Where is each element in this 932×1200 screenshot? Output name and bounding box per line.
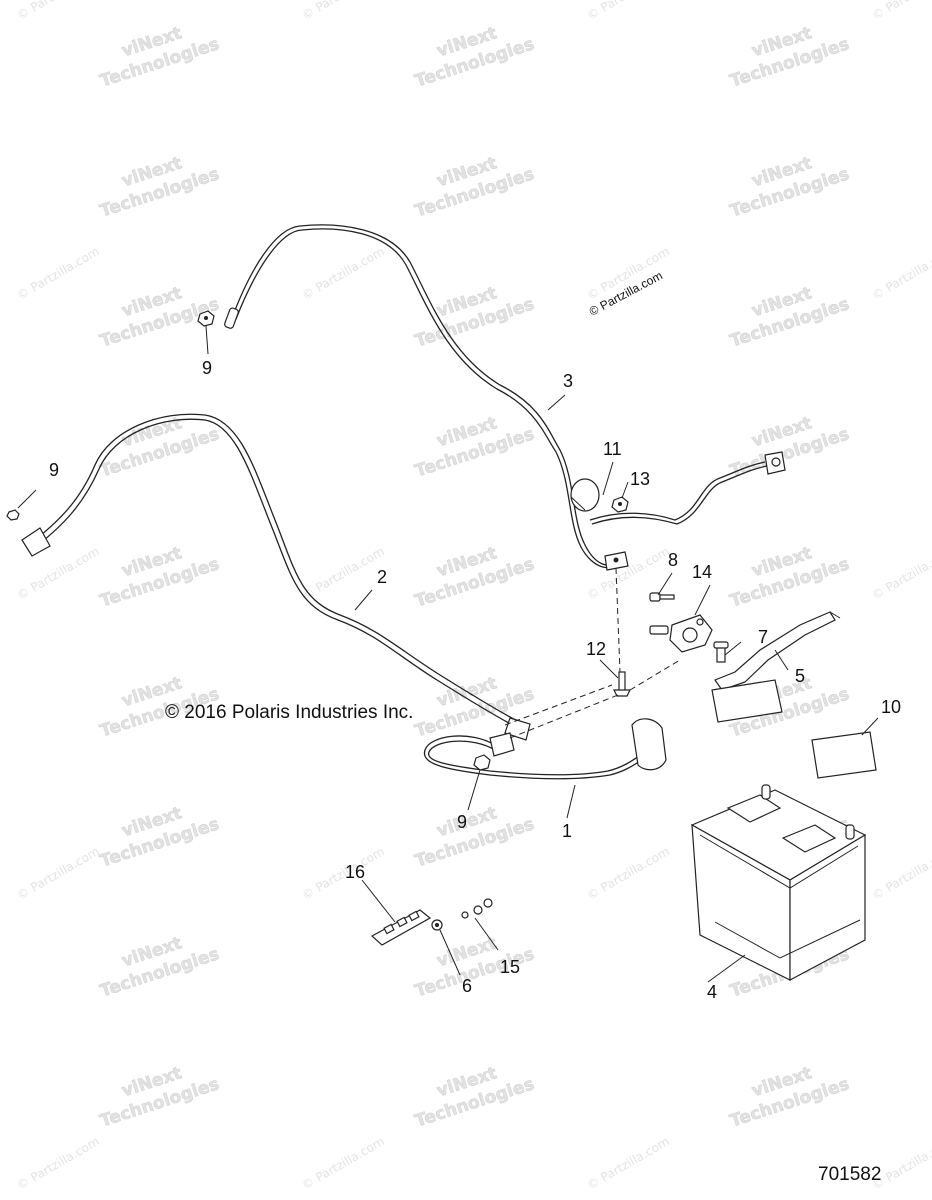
callout-6: 6 [462, 976, 472, 996]
nut-9-left[interactable] [6, 509, 20, 521]
hold-down-strap-5[interactable] [714, 611, 841, 691]
watermark-partzilla: © Partzilla.com [870, 244, 932, 302]
watermark-partzilla: © Partzilla.com [870, 0, 932, 23]
watermark-partzilla: © Partzilla.com [870, 544, 932, 602]
watermark-partzilla: © Partzilla.com [15, 1134, 102, 1192]
battery-cable-3[interactable] [224, 224, 786, 571]
watermark-partzilla: © Partzilla.com [15, 244, 102, 302]
leader-lines [17, 325, 879, 983]
watermark-partzilla: © Partzilla.com [300, 244, 387, 302]
stud-12[interactable] [613, 671, 631, 697]
callout-5: 5 [795, 666, 805, 686]
battery-4[interactable] [690, 784, 867, 981]
callout-16: 16 [345, 862, 365, 882]
watermark-partzilla: © Partzilla.com [300, 844, 387, 902]
alignment-lines [504, 567, 681, 739]
pad[interactable] [711, 679, 783, 723]
callout-4: 4 [707, 982, 717, 1002]
callout-1: 1 [562, 821, 572, 841]
watermark-partzilla: © Partzilla.com [300, 544, 387, 602]
callout-2: 2 [377, 567, 387, 587]
watermark-partzilla: © Partzilla.com [15, 0, 102, 23]
fuse-block-16[interactable] [370, 909, 432, 946]
callout-10: 10 [881, 697, 901, 717]
callout-9-left: 9 [49, 460, 59, 480]
battery-cable-1[interactable] [423, 718, 667, 780]
callouts: 1 2 3 4 5 6 7 8 9 9 9 10 11 12 13 14 15 … [49, 358, 901, 1002]
callout-11: 11 [603, 439, 622, 459]
watermark-partzilla: © Partzilla.com [585, 844, 672, 902]
callout-12: 12 [586, 639, 606, 659]
watermark-partzilla: © Partzilla.com [15, 544, 102, 602]
nut-15[interactable] [461, 898, 493, 919]
callout-9-upper: 9 [202, 358, 212, 378]
callout-3: 3 [563, 371, 573, 391]
watermark-partzilla: © Partzilla.com [300, 0, 387, 23]
callout-9-lower: 9 [457, 812, 467, 832]
nut-13[interactable] [611, 496, 629, 513]
bolt-7[interactable] [713, 641, 729, 663]
watermark-partzilla: © Partzilla.com [15, 844, 102, 902]
callout-15: 15 [500, 957, 520, 977]
callout-13: 13 [630, 469, 650, 489]
drawing-number: 701582 [818, 1164, 881, 1185]
nut-9-upper[interactable] [197, 310, 215, 327]
label-10[interactable] [811, 731, 877, 779]
bolt-8[interactable] [649, 592, 675, 602]
watermark-partzilla: © Partzilla.com [585, 1134, 672, 1192]
nut-6[interactable] [431, 919, 443, 931]
watermark-partzilla: © Partzilla.com [870, 844, 932, 902]
copyright-notice: © 2016 Polaris Industries Inc. [165, 702, 413, 723]
battery-cable-2[interactable] [21, 413, 531, 741]
nut-9-lower[interactable] [473, 754, 491, 771]
cable-tie-11[interactable] [570, 478, 600, 512]
watermark-partzilla: © Partzilla.com [300, 1134, 387, 1192]
relay-14[interactable] [649, 614, 713, 653]
callout-8: 8 [668, 550, 678, 570]
callout-7: 7 [758, 627, 768, 647]
watermark-partzilla: © Partzilla.com [585, 0, 672, 23]
callout-14: 14 [692, 562, 712, 582]
